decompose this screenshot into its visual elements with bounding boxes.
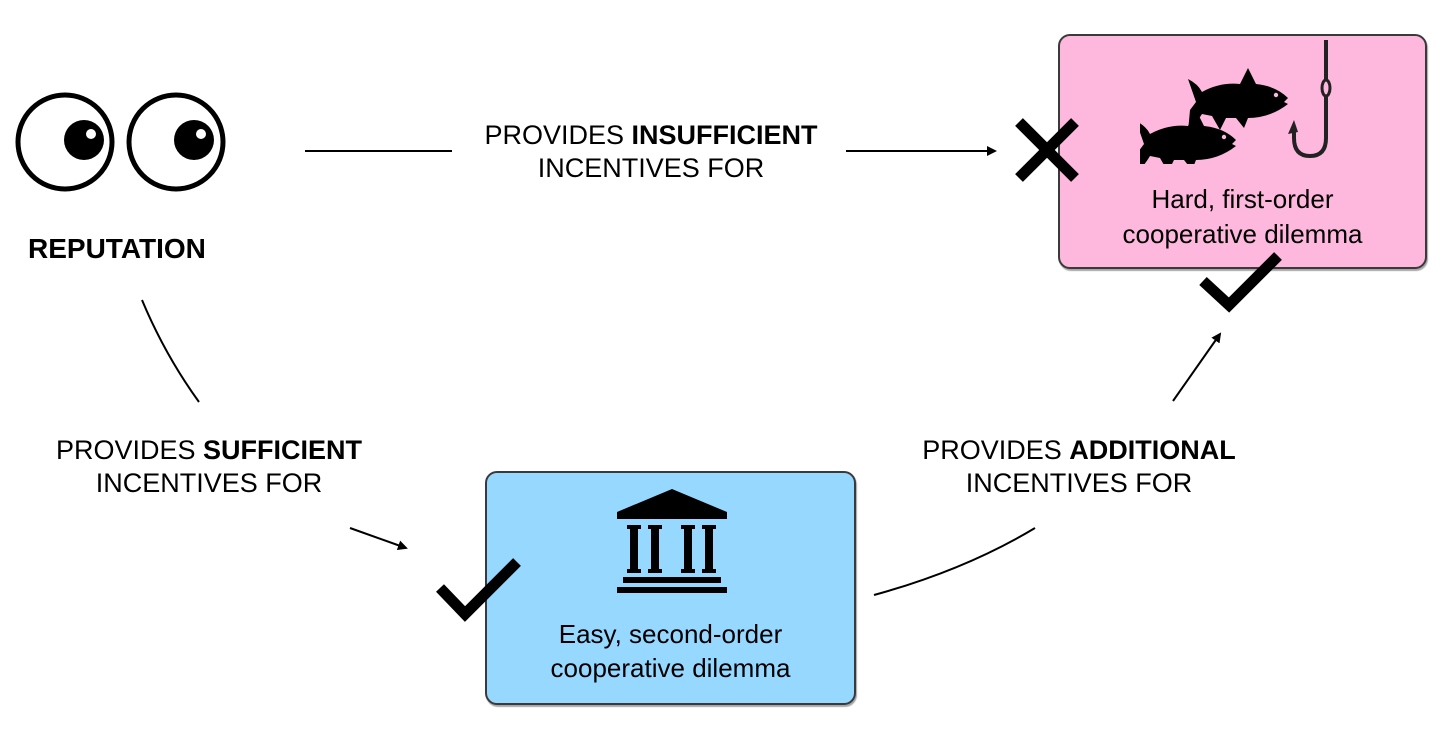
arrow-sufficient-tail: [141, 299, 200, 403]
easy-dilemma-line2: cooperative dilemma: [550, 653, 791, 683]
edge-label-sufficient: PROVIDES SUFFICIENT INCENTIVES FOR: [54, 434, 364, 500]
edge-label-line2: INCENTIVES FOR: [537, 153, 765, 183]
arrow-sufficient-head: [349, 527, 408, 551]
institution-building-icon: [617, 489, 727, 593]
eyes-icon: [15, 92, 226, 192]
hard-dilemma-line2: cooperative dilemma: [1122, 219, 1363, 249]
fishhook-icon: [1288, 40, 1332, 159]
checkmark-icon: [1199, 252, 1282, 313]
right-eye: [126, 92, 226, 192]
arrow-additional-head: [1172, 332, 1222, 402]
edge-label-line2: INCENTIVES FOR: [95, 468, 323, 498]
reputation-label: REPUTATION: [28, 233, 206, 264]
left-eye: [15, 92, 115, 192]
edge-label-emphasis: INSUFFICIENT: [631, 120, 818, 150]
edge-label-insufficient: PROVIDES INSUFFICIENT INCENTIVES FOR: [482, 119, 820, 185]
fish-bottom: [1140, 110, 1236, 164]
fish-icon: [1140, 68, 1288, 164]
edge-label-emphasis: SUFFICIENT: [203, 435, 363, 465]
edge-label-prefix: PROVIDES: [484, 120, 632, 150]
cross-icon: [1015, 118, 1079, 182]
edge-label-prefix: PROVIDES: [922, 435, 1070, 465]
easy-dilemma-line1: Easy, second-order: [558, 619, 783, 649]
edge-label-line2: INCENTIVES FOR: [965, 468, 1193, 498]
hard-dilemma-line1: Hard, first-order: [1151, 184, 1334, 214]
easy-dilemma-box: Easy, second-order cooperative dilemma: [485, 471, 856, 705]
checkmark-icon: [436, 558, 521, 622]
arrow-additional-tail: [873, 527, 1036, 596]
edge-label-prefix: PROVIDES: [55, 435, 204, 465]
edge-label-emphasis: ADDITIONAL: [1069, 435, 1236, 465]
edge-label-additional: PROVIDES ADDITIONAL INCENTIVES FOR: [920, 434, 1238, 500]
fish-top: [1188, 68, 1288, 132]
hard-dilemma-box: Hard, first-order cooperative dilemma: [1058, 34, 1427, 269]
